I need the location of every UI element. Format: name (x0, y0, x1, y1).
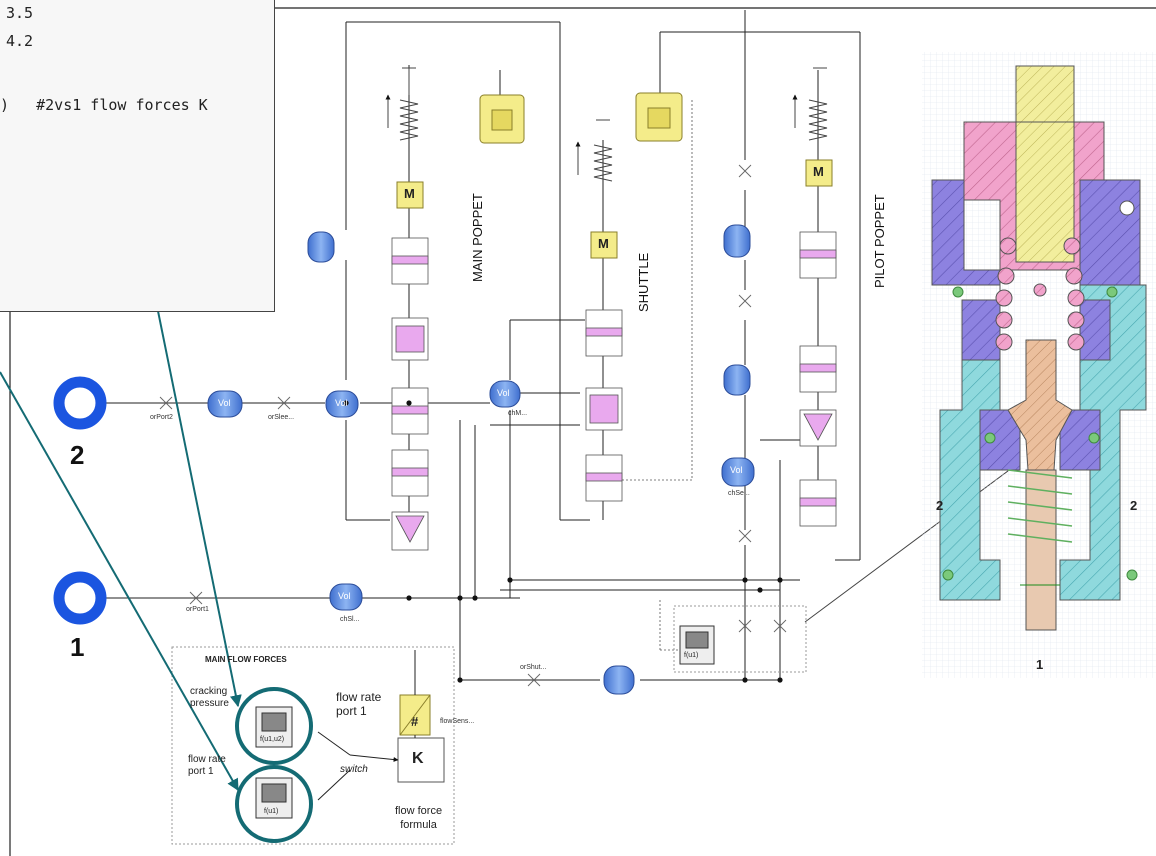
or-sleeve-label: orSlee... (268, 414, 294, 421)
valve-cross-section (922, 52, 1156, 678)
vol-label: Vol (218, 398, 231, 408)
mass-symbol: M (813, 164, 824, 179)
pilot-poppet-title: PILOT POPPET (872, 194, 887, 288)
code-editor-panel: 3.5 4.2 ) #2vs1 flow forces K (0, 0, 275, 312)
table-2d-function: f(u1,u2) (260, 736, 284, 743)
spring-components (388, 68, 827, 181)
port-2-label: 2 (70, 440, 84, 471)
vol-label: Vol (730, 465, 743, 475)
port-2-symbol[interactable] (59, 382, 101, 424)
flow-forces-title: MAIN FLOW FORCES (205, 655, 287, 664)
or-port2-label: orPort2 (150, 414, 173, 421)
contact-components[interactable] (480, 93, 682, 143)
cracking-pressure-label: cracking pressure (190, 686, 229, 710)
mass-symbol: M (404, 186, 415, 201)
vol-label: Vol (338, 591, 351, 601)
vol-label: Vol (497, 388, 510, 398)
ch-se-label: chSe... (728, 490, 750, 497)
mass-symbol: M (598, 236, 609, 251)
section-port-1: 1 (1036, 657, 1043, 672)
ch-sl-label: chSl... (340, 616, 359, 623)
section-port-2-left: 2 (936, 498, 943, 513)
table-1d-function: f(u1) (264, 808, 278, 815)
section-port-2-right: 2 (1130, 498, 1137, 513)
code-line-1: 3.5 (6, 4, 33, 22)
pilot-table-box (674, 606, 806, 672)
flow-force-formula-label: flow force formula (395, 804, 442, 832)
piston-components[interactable] (392, 232, 836, 550)
dashed-signal-lines (615, 100, 692, 650)
code-line-3: ) #2vs1 flow forces K (0, 96, 208, 114)
or-port1-label: orPort1 (186, 606, 209, 613)
vol-label: Vol (335, 398, 348, 408)
pilot-table-function: f(u1) (684, 652, 698, 659)
volume-components[interactable] (208, 225, 754, 694)
gain-symbol: K (412, 750, 424, 768)
port-1-symbol[interactable] (59, 577, 101, 619)
or-shuttle-label: orShut... (520, 664, 546, 671)
mass-components[interactable] (397, 160, 832, 258)
ch-m-label: chM... (508, 410, 527, 417)
switch-label: switch (340, 764, 368, 775)
main-poppet-title: MAIN POPPET (470, 193, 485, 282)
code-line-2: 4.2 (6, 32, 33, 50)
flow-sensor-label: flowSens... (440, 718, 474, 725)
shuttle-title: SHUTTLE (636, 253, 651, 312)
flow-rate-port-label: flow rate port 1 (188, 754, 226, 778)
flow-rate-port1-label: flow rate port 1 (336, 690, 381, 718)
port-1-label: 1 (70, 632, 84, 663)
flow-sensor-symbol: # (411, 714, 418, 729)
